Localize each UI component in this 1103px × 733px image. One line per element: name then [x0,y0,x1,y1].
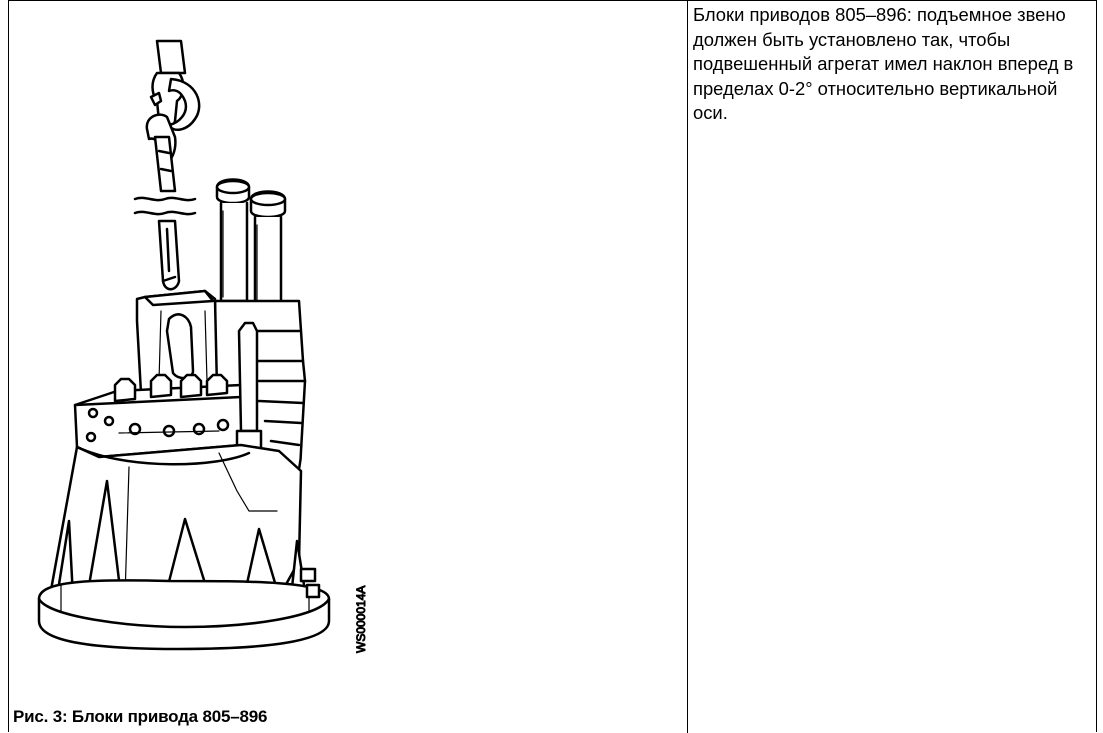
top-plate [73,321,263,459]
figure-cell: WS000014A Рис. 3: Блоки привода 805–896 [9,1,687,733]
column-divider [687,1,688,733]
description-text: Блоки приводов 805–896: подъемное звено … [693,4,1074,123]
lifting-hook [133,39,201,291]
lifting-eye [135,289,219,395]
cylinders [213,178,307,513]
table-frame: WS000014A Рис. 3: Блоки привода 805–896 … [8,0,1097,733]
figure-caption: Рис. 3: Блоки привода 805–896 [13,707,268,726]
figure-code: WS000014A [354,586,368,653]
base-flange [37,567,331,651]
drive-unit-lifting-illustration: WS000014A [37,39,369,654]
description-cell: Блоки приводов 805–896: подъемное звено … [693,3,1093,126]
